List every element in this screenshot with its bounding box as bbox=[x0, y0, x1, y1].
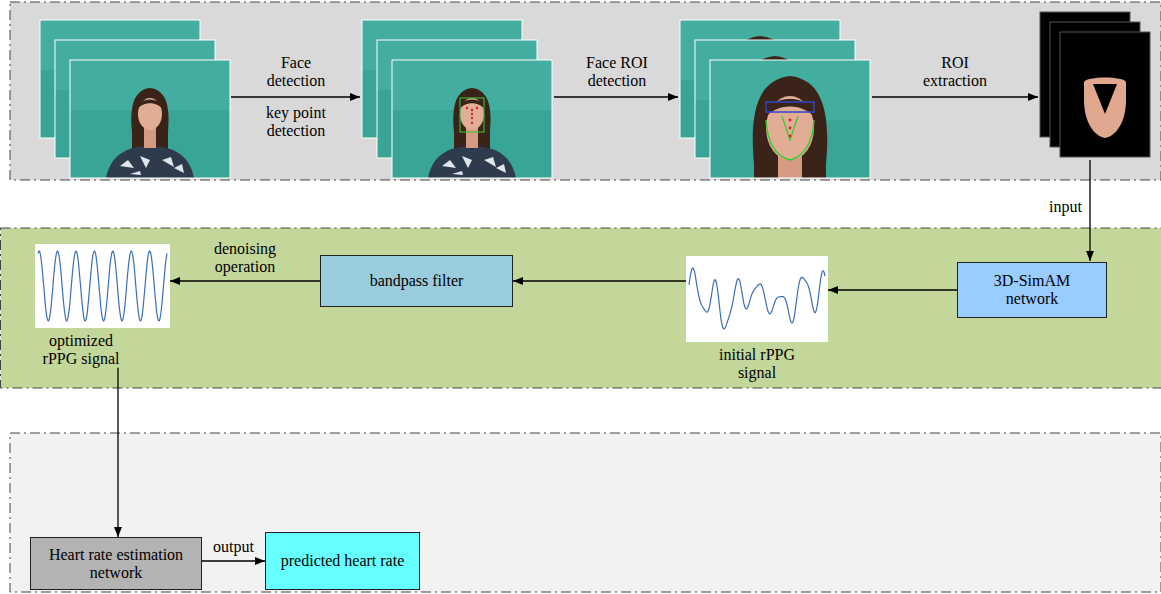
step-label: input bbox=[1049, 198, 1082, 216]
network-box: 3D-SimAM network bbox=[957, 262, 1107, 318]
signal-waveform bbox=[38, 251, 167, 321]
output-box: predicted heart rate bbox=[265, 532, 420, 590]
roi-mask-frames bbox=[1040, 12, 1150, 157]
flow-arrow bbox=[202, 560, 265, 561]
box-label: Heart rate estimation network bbox=[39, 546, 193, 582]
signal-waveform bbox=[689, 268, 825, 329]
panel-band bbox=[1, 228, 1161, 388]
step-label: Face detection bbox=[250, 54, 342, 90]
plot-background bbox=[35, 244, 170, 328]
plot-background bbox=[686, 256, 828, 342]
signal-plot-node: initial rPPG signal bbox=[686, 256, 828, 382]
panel-band bbox=[10, 433, 1161, 592]
signal-plots bbox=[35, 244, 828, 342]
edge-label: output bbox=[213, 538, 254, 556]
flow-arrow bbox=[828, 289, 957, 290]
box-label: 3D-SimAM network bbox=[966, 272, 1098, 308]
keypoint-frames bbox=[362, 20, 552, 178]
step-label: Face ROI detection bbox=[571, 54, 663, 90]
step-label: ROI extraction bbox=[909, 54, 1001, 90]
edge-label: denoising operation bbox=[198, 240, 293, 276]
process-arrows bbox=[231, 97, 1090, 261]
signal-caption: optimized rPPG signal bbox=[35, 332, 127, 368]
flow-arrow bbox=[513, 280, 686, 281]
filter-box: bandpass filter bbox=[320, 255, 513, 307]
network-box: Heart rate estimation network bbox=[30, 537, 202, 590]
box-label: predicted heart rate bbox=[281, 552, 404, 570]
flow-arrow bbox=[170, 280, 320, 281]
video-frames bbox=[40, 20, 230, 178]
flow-arrow bbox=[117, 368, 118, 537]
panel-band bbox=[10, 2, 1161, 180]
roi-frames bbox=[600, 0, 950, 256]
step-label: key point detection bbox=[250, 104, 342, 140]
signal-caption: initial rPPG signal bbox=[702, 346, 812, 382]
signal-plot-node: optimized rPPG signal bbox=[35, 244, 170, 368]
box-label: bandpass filter bbox=[370, 272, 464, 290]
